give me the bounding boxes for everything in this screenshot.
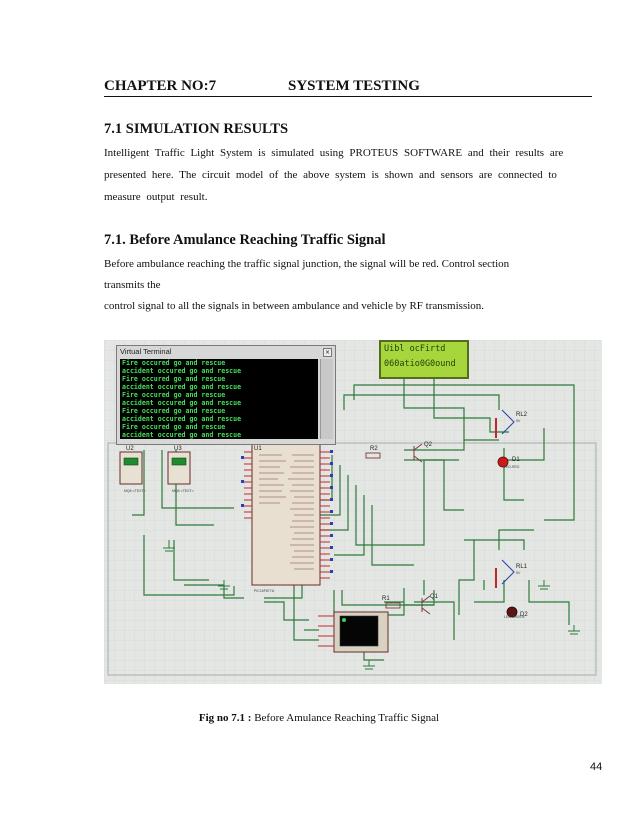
terminal-line: accident occured go and rescue <box>122 367 242 375</box>
terminal-line: Fire occured go and rescue <box>122 375 226 383</box>
terminal-line: accident occured go and rescue <box>122 431 242 439</box>
figure-caption-text: Before Amulance Reaching Traffic Signal <box>254 712 440 724</box>
label-u1: U1 <box>254 446 262 452</box>
section-2-paragraph: Before ambulance reaching the traffic si… <box>104 254 509 317</box>
resistor-r1: R1 <box>382 596 401 609</box>
transistor-q2: Q2 <box>413 442 433 463</box>
rf-module <box>318 611 389 653</box>
sensor-module-u3: U3 <box>167 446 191 485</box>
terminal-line: accident occured go and rescue <box>122 383 242 391</box>
label-d1: D1 <box>512 457 520 463</box>
svg-text:LED-GREEN: LED-GREEN <box>504 615 525 619</box>
terminal-line: Fire occured go and rescue <box>122 359 226 367</box>
svg-text:PIC16F877A: PIC16F877A <box>254 589 275 593</box>
page-number: 44 <box>590 761 603 773</box>
svg-text:LED-RED: LED-RED <box>504 465 520 469</box>
virtual-terminal-title: Virtual Terminal <box>120 347 172 356</box>
chapter-heading: CHAPTER NO:7 SYSTEM TESTING <box>104 78 592 97</box>
svg-text:5V: 5V <box>516 419 521 423</box>
relay-rl1: RL1 <box>495 559 528 588</box>
paragraph-line: presented here. The circuit model of the… <box>104 169 557 181</box>
terminal-line: Fire occured go and rescue <box>122 407 226 415</box>
paragraph-line: Before ambulance reaching the traffic si… <box>104 258 510 270</box>
chapter-title: SYSTEM TESTING <box>288 78 420 94</box>
terminal-line: Fire occured go and rescue <box>122 423 226 431</box>
transistor-q1: Q1 <box>421 594 439 615</box>
label-r2: R2 <box>370 446 378 452</box>
relay-rl2: RL2 <box>495 409 528 438</box>
label-rl2: RL2 <box>516 412 528 418</box>
lcd-line-2: 060atio0G0ound <box>384 359 456 369</box>
sensor-module-u2: U2 <box>119 446 143 485</box>
virtual-terminal-window[interactable]: Virtual Terminal × Fire occured go and r… <box>116 345 336 445</box>
chapter-number: CHAPTER NO:7 <box>104 78 217 94</box>
terminal-line: accident occured go and rescue <box>122 399 242 407</box>
led-d2: D2 <box>506 606 528 618</box>
circuit-simulation-figure: U2 U3 U1 <box>104 340 602 684</box>
terminal-line: accident occured go and rescue <box>122 415 242 423</box>
svg-text:MQ6 <TEXT>: MQ6 <TEXT> <box>124 489 146 493</box>
ground-symbols <box>163 540 580 670</box>
label-u2: U2 <box>126 446 134 452</box>
lcd-display: Uibl ocFirtd 060atio0G0ound <box>379 340 469 379</box>
section-1-paragraph: Intelligent Traffic Light System is simu… <box>104 142 563 208</box>
label-r1: R1 <box>382 596 390 602</box>
svg-text:MQ6 <TEXT>: MQ6 <TEXT> <box>172 489 194 493</box>
terminal-output: Fire occured go and rescue accident occu… <box>120 359 318 439</box>
svg-text:5V: 5V <box>516 571 521 575</box>
label-u3: U3 <box>174 446 182 452</box>
schematic-border <box>107 442 597 676</box>
part-values: MQ6 <TEXT> MQ6 <TEXT> PIC16F877A LED-RED… <box>124 419 525 619</box>
label-d2: D2 <box>520 612 528 618</box>
close-icon[interactable]: × <box>323 348 332 357</box>
microcontroller-u1: U1 <box>241 442 333 586</box>
paragraph-line: Intelligent Traffic Light System is simu… <box>104 147 564 159</box>
paragraph-line: measure output result. <box>104 191 208 203</box>
figure-caption-label: Fig no 7.1 : <box>198 712 255 724</box>
schematic-canvas: U2 U3 U1 <box>104 340 602 684</box>
label-q1: Q1 <box>430 594 439 600</box>
resistor-r2: R2 <box>365 446 381 459</box>
section-heading-simulation: 7.1 SIMULATION RESULTS <box>104 121 289 137</box>
led-d1: D1 <box>497 456 520 468</box>
label-q2: Q2 <box>424 442 433 448</box>
figure-caption: Fig no 7.1 : Before Amulance Reaching Tr… <box>0 712 638 724</box>
paragraph-line: transmits the <box>104 279 161 291</box>
section-heading-before-ambulance: 7.1. Before Amulance Reaching Traffic Si… <box>104 232 386 248</box>
terminal-line: Fire occured go and rescue <box>122 391 226 399</box>
paragraph-line: control signal to all the signals in bet… <box>104 300 485 312</box>
lcd-line-1: Uibl ocFirtd <box>384 344 446 354</box>
label-rl1: RL1 <box>516 564 528 570</box>
terminal-scrollbar[interactable] <box>320 359 333 439</box>
